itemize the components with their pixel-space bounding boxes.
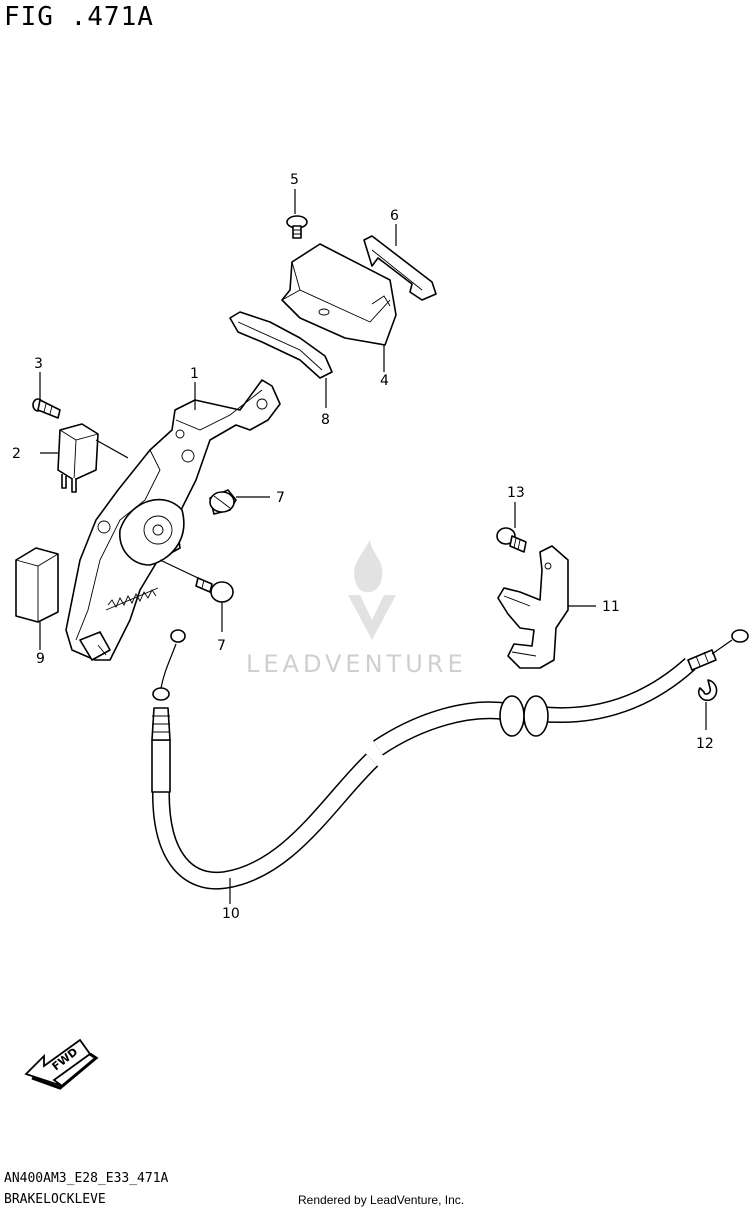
callout-8: 8 bbox=[321, 412, 330, 428]
callout-9: 9 bbox=[36, 651, 45, 667]
part-1-brake-lever-assembly bbox=[65, 379, 281, 661]
render-credit: Rendered by LeadVenture, Inc. bbox=[298, 1193, 465, 1207]
part-5-screw bbox=[286, 215, 308, 239]
callout-6: 6 bbox=[390, 208, 399, 224]
figure-title: FIG .471A bbox=[4, 2, 154, 32]
callout-5: 5 bbox=[290, 172, 299, 188]
callout-7b: 7 bbox=[217, 638, 226, 654]
callout-11: 11 bbox=[602, 599, 620, 615]
part-7-flange-bolt-upper bbox=[209, 489, 237, 515]
part-6-clip bbox=[363, 235, 437, 301]
callout-12: 12 bbox=[696, 736, 714, 752]
flame-logo-icon bbox=[354, 540, 383, 593]
part-8-grip-pad bbox=[229, 311, 333, 379]
watermark-text: LEADVENTURE bbox=[246, 650, 467, 678]
part-13-bolt bbox=[496, 527, 527, 553]
v-logo-icon bbox=[348, 595, 396, 640]
leadventure-watermark: LEADVENTURE bbox=[246, 540, 467, 678]
part-4-lever-cover bbox=[281, 243, 397, 346]
fwd-arrow-icon: FWD bbox=[24, 1038, 99, 1090]
callout-2: 2 bbox=[12, 446, 21, 462]
part-3-bolt bbox=[32, 398, 61, 419]
model-code: AN400AM3_E28_E33_471A bbox=[4, 1171, 169, 1186]
callout-7a: 7 bbox=[276, 490, 285, 506]
part-10-cable bbox=[151, 629, 749, 890]
callout-13: 13 bbox=[507, 485, 525, 501]
part-12-e-clip bbox=[697, 679, 718, 702]
part-9-pad bbox=[15, 547, 59, 623]
callout-10: 10 bbox=[222, 906, 240, 922]
callout-4: 4 bbox=[380, 373, 389, 389]
diagram-caption: BRAKELOCKLEVE bbox=[4, 1192, 106, 1207]
part-7-flange-bolt-lower bbox=[195, 577, 234, 603]
callout-3: 3 bbox=[34, 356, 43, 372]
part-11-bracket bbox=[497, 545, 569, 669]
part-2-switch bbox=[57, 423, 99, 493]
callout-1: 1 bbox=[190, 366, 199, 382]
